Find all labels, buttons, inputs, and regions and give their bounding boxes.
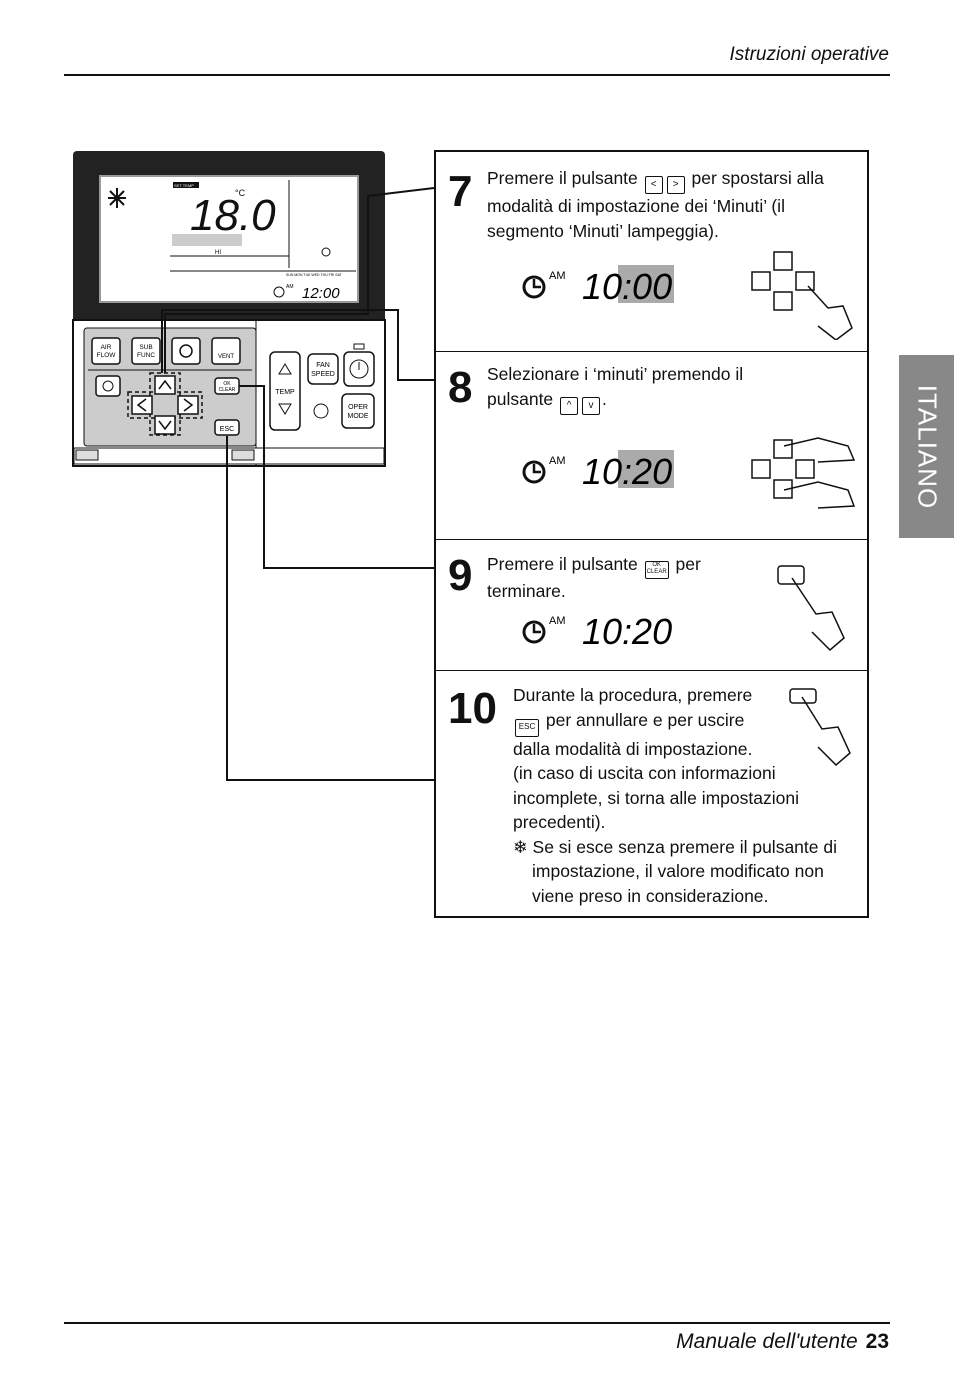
clock-display: AM 10:20	[522, 442, 722, 497]
up-arrow-icon: ^	[560, 396, 579, 415]
svg-text:FAN: FAN	[316, 362, 330, 369]
clock-icon: AM 10:00	[522, 265, 674, 307]
right-arrow-button	[177, 395, 199, 415]
gear-icon	[179, 344, 193, 358]
lcd-am: AM	[286, 284, 294, 290]
snowflake-icon	[108, 188, 126, 208]
svg-text:OK: OK	[223, 381, 231, 387]
page-number: 23	[865, 1330, 889, 1353]
lcd-fan-bar	[172, 234, 242, 246]
air-flow-button: AIR FLOW	[91, 337, 121, 365]
svg-text:FUNC: FUNC	[137, 352, 155, 359]
hand-pressing-esc-icon	[789, 688, 851, 767]
timer-button	[95, 375, 121, 397]
remote-controller-illustration: SET TEMP 18.0 °C HI SUN MON TUE WED THU …	[72, 151, 435, 781]
header-title: Istruzioni operative	[729, 44, 889, 65]
step-number: 10	[448, 684, 497, 733]
hand-pressing-right-icon	[751, 251, 853, 340]
power-button	[343, 351, 375, 387]
am-label: AM	[549, 615, 566, 627]
temp-button: TEMP	[269, 351, 301, 431]
lcd-temp-value: 18.0	[190, 191, 276, 240]
down-arrow-icon: v	[582, 396, 601, 415]
footer: Manuale dell'utente 23	[676, 1330, 889, 1354]
footer-rule	[64, 1322, 890, 1324]
clock-display: AM 10:20	[522, 602, 722, 657]
step-number: 9	[448, 551, 473, 600]
am-label: AM	[549, 455, 566, 467]
oper-mode-button: OPER MODE	[341, 393, 375, 429]
hand-pressing-ok-icon	[777, 565, 845, 652]
time-value: 10:20	[582, 451, 672, 492]
header-rule	[64, 74, 890, 76]
language-tab: ITALIANO	[899, 355, 954, 538]
down-arrow-button	[154, 415, 176, 435]
lcd-days: SUN MON TUE WED THU FRI SAT	[286, 273, 343, 277]
settings-button	[171, 337, 201, 365]
clock-icon	[102, 380, 114, 392]
step-7: 7 Premere il pulsante <> per spostarsi a…	[436, 152, 867, 352]
clock-icon: AM 10:20	[522, 450, 674, 492]
svg-text:CLEAR: CLEAR	[219, 387, 236, 393]
step-8: 8 Selezionare i ‘minuti’ premendo il pul…	[436, 352, 867, 540]
steps-panel: 7 Premere il pulsante <> per spostarsi a…	[434, 150, 869, 918]
svg-text:MODE: MODE	[348, 413, 369, 420]
svg-text:ESC: ESC	[220, 426, 234, 433]
esc-button: ESC	[214, 419, 240, 436]
clock-icon: AM 10:20	[522, 611, 672, 652]
step-text: Durante la procedura, premere ESC per an…	[513, 685, 837, 906]
step-text: Selezionare i ‘minuti’ premendo il pulsa…	[487, 362, 859, 415]
language-tab-label: ITALIANO	[912, 384, 942, 509]
lcd-fan-label: HI	[215, 250, 221, 256]
right-arrow-icon: >	[666, 176, 685, 194]
sub-func-button: SUB FUNC	[131, 337, 161, 365]
svg-text:AIR: AIR	[101, 344, 112, 351]
svg-text:FLOW: FLOW	[97, 352, 117, 359]
svg-text:OPER: OPER	[348, 404, 368, 411]
lcd-clock: 12:00	[302, 285, 340, 302]
minutes-highlight	[618, 265, 674, 303]
lcd-clock-icon	[273, 286, 285, 298]
svg-text:VENT: VENT	[218, 354, 234, 360]
step-text: Premere il pulsante <> per spostarsi all…	[487, 168, 824, 241]
time-value: 10:00	[582, 266, 672, 307]
left-arrow-icon: <	[644, 176, 663, 194]
footer-label: Manuale dell'utente	[676, 1330, 858, 1353]
step-10: 10 Durante la procedura, premere ESC per…	[436, 671, 867, 916]
svg-text:SPEED: SPEED	[311, 371, 335, 378]
svg-text:SUB: SUB	[139, 344, 152, 351]
hands-pressing-up-down-icon	[751, 437, 856, 509]
ok-clear-button: OK CLEAR	[214, 377, 240, 395]
esc-icon: ESC	[515, 718, 539, 737]
fan-speed-button: FAN SPEED	[307, 353, 339, 385]
am-label: AM	[549, 270, 566, 282]
time-value: 10:20	[582, 611, 672, 652]
lcd-temp-unit: °C	[235, 188, 246, 198]
lcd-set-temp-label: SET TEMP	[174, 183, 194, 188]
up-arrow-button	[154, 375, 176, 395]
svg-text:TEMP: TEMP	[275, 389, 295, 396]
step-number: 7	[448, 167, 473, 216]
clock-display: AM 10:00	[522, 257, 722, 312]
vent-button: VENT	[211, 337, 241, 365]
leader-lines	[161, 187, 435, 781]
minutes-highlight	[618, 450, 674, 488]
step-number: 8	[448, 363, 473, 412]
left-arrow-button	[131, 395, 153, 415]
